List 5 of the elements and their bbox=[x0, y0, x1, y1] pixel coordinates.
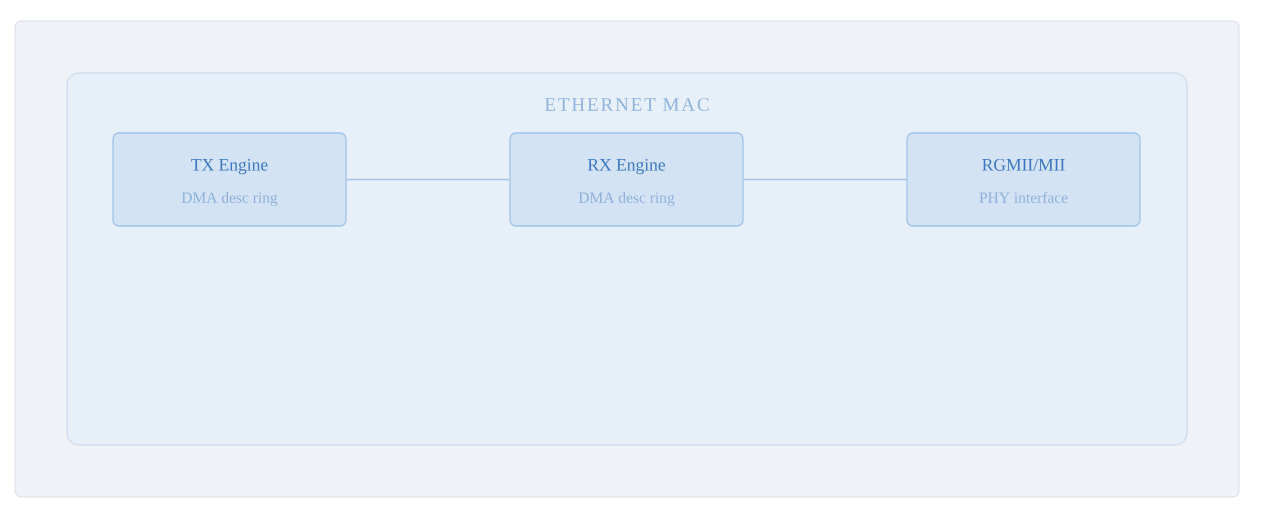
block-box: RX Engine DMA desc ring bbox=[509, 132, 744, 227]
block-box: RGMII/MII PHY interface bbox=[906, 132, 1141, 227]
connector-line bbox=[743, 178, 907, 181]
block-box: TX Engine DMA desc ring bbox=[112, 132, 347, 227]
connector-line bbox=[346, 178, 510, 181]
